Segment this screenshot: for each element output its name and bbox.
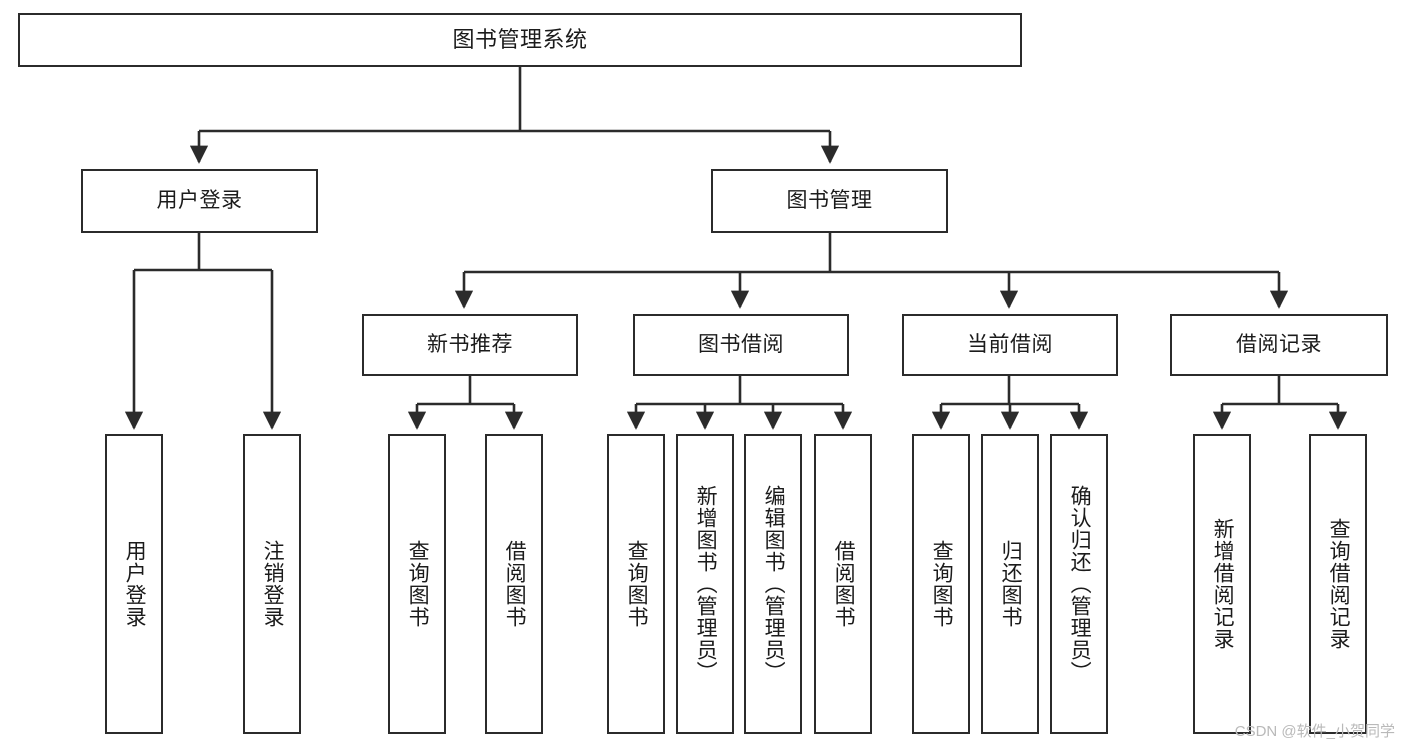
node-book-manage[interactable]: 图书管理 xyxy=(711,169,948,233)
node-leaf-borrow-book-2[interactable]: 借阅图书 xyxy=(814,434,872,734)
node-leaf-confirm-return[interactable]: 确认归还（管理员） xyxy=(1050,434,1108,734)
node-leaf-add-record[interactable]: 新增借阅记录 xyxy=(1193,434,1251,734)
node-leaf-borrow-book-1-label: 借阅图书 xyxy=(503,540,527,628)
csdn-watermark: CSDN @软件_小贺同学 xyxy=(1234,723,1395,740)
node-book-borrow-label: 图书借阅 xyxy=(698,333,784,357)
node-leaf-query-book-2-label: 查询图书 xyxy=(625,540,649,628)
node-user-login-label: 用户登录 xyxy=(156,189,243,213)
node-leaf-query-book-1-label: 查询图书 xyxy=(406,540,430,628)
node-leaf-user-login-label: 用户登录 xyxy=(123,540,147,628)
node-leaf-edit-book[interactable]: 编辑图书（管理员） xyxy=(744,434,802,734)
node-leaf-query-record[interactable]: 查询借阅记录 xyxy=(1309,434,1367,734)
node-leaf-add-book[interactable]: 新增图书（管理员） xyxy=(676,434,734,734)
node-leaf-return-book[interactable]: 归还图书 xyxy=(981,434,1039,734)
node-leaf-user-login[interactable]: 用户登录 xyxy=(105,434,163,734)
node-leaf-borrow-book-2-label: 借阅图书 xyxy=(832,540,856,628)
node-new-book-rec-label: 新书推荐 xyxy=(427,333,513,357)
node-leaf-query-book-3[interactable]: 查询图书 xyxy=(912,434,970,734)
node-leaf-confirm-return-label: 确认归还（管理员） xyxy=(1068,485,1092,683)
node-current-borrow-label: 当前借阅 xyxy=(967,333,1053,357)
node-new-book-rec[interactable]: 新书推荐 xyxy=(362,314,578,376)
node-leaf-edit-book-label: 编辑图书（管理员） xyxy=(762,485,786,683)
node-leaf-query-book-3-label: 查询图书 xyxy=(930,540,954,628)
node-leaf-logout-label: 注销登录 xyxy=(261,540,285,628)
node-leaf-borrow-book-1[interactable]: 借阅图书 xyxy=(485,434,543,734)
node-leaf-query-record-label: 查询借阅记录 xyxy=(1327,518,1351,650)
node-leaf-logout[interactable]: 注销登录 xyxy=(243,434,301,734)
node-leaf-return-book-label: 归还图书 xyxy=(999,540,1023,628)
node-leaf-query-book-1[interactable]: 查询图书 xyxy=(388,434,446,734)
node-current-borrow[interactable]: 当前借阅 xyxy=(902,314,1118,376)
node-root[interactable]: 图书管理系统 xyxy=(18,13,1022,67)
node-leaf-add-book-label: 新增图书（管理员） xyxy=(694,485,718,683)
node-borrow-record-label: 借阅记录 xyxy=(1236,333,1322,357)
node-leaf-add-record-label: 新增借阅记录 xyxy=(1211,518,1235,650)
node-root-label: 图书管理系统 xyxy=(452,26,588,52)
node-book-borrow[interactable]: 图书借阅 xyxy=(633,314,849,376)
node-leaf-query-book-2[interactable]: 查询图书 xyxy=(607,434,665,734)
node-borrow-record[interactable]: 借阅记录 xyxy=(1170,314,1388,376)
node-user-login[interactable]: 用户登录 xyxy=(81,169,318,233)
node-book-manage-label: 图书管理 xyxy=(786,189,873,213)
